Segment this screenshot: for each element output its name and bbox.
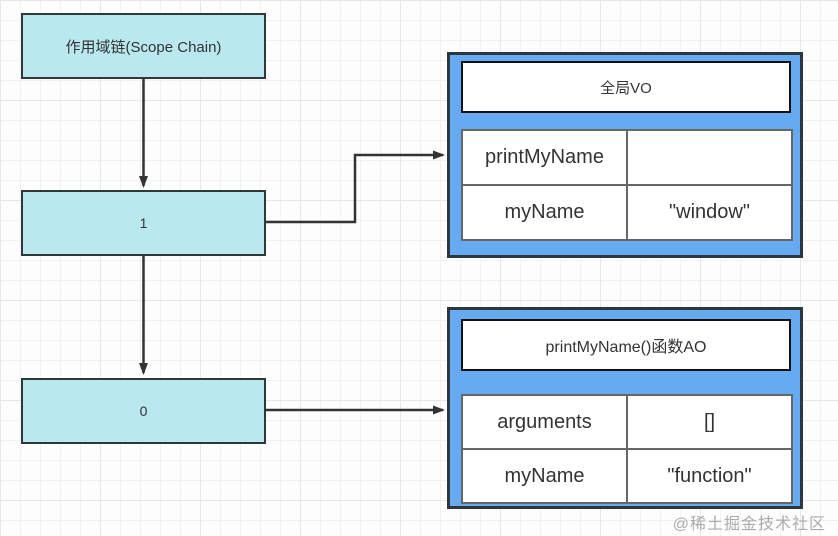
function-ao-container: printMyName()函数AO arguments [] myName "f… — [447, 307, 803, 509]
chain-index-1-box: 1 — [21, 190, 266, 256]
chain-index-0-box: 0 — [21, 378, 266, 444]
scope-chain-box: 作用域链(Scope Chain) — [21, 13, 266, 79]
function-ao-table: arguments [] myName "function" — [461, 394, 793, 504]
function-ao-row0-key: arguments — [463, 396, 626, 448]
global-vo-row0-key: printMyName — [463, 131, 626, 184]
function-ao-title-box: printMyName()函数AO — [461, 319, 791, 371]
function-ao-row1-value: "function" — [628, 450, 791, 502]
function-ao-row0-value: [] — [628, 396, 791, 448]
scope-chain-label: 作用域链(Scope Chain) — [65, 38, 222, 56]
arrow-index1-to-global-vo — [266, 150, 445, 224]
function-ao-row1-key: myName — [463, 450, 626, 502]
global-vo-title-box: 全局VO — [461, 61, 791, 113]
global-vo-title: 全局VO — [600, 79, 652, 97]
global-vo-row0-value — [628, 131, 791, 184]
global-vo-row1-key: myName — [463, 186, 626, 239]
function-ao-title: printMyName()函数AO — [545, 339, 707, 356]
global-vo-row1-value: "window" — [628, 186, 791, 239]
global-vo-table: printMyName myName "window" — [461, 129, 793, 241]
chain-index-0-label: 0 — [139, 403, 148, 419]
chain-index-1-label: 1 — [139, 215, 148, 231]
watermark: @稀土掘金技术社区 — [672, 516, 826, 533]
global-vo-container: 全局VO printMyName myName "window" — [447, 52, 803, 258]
